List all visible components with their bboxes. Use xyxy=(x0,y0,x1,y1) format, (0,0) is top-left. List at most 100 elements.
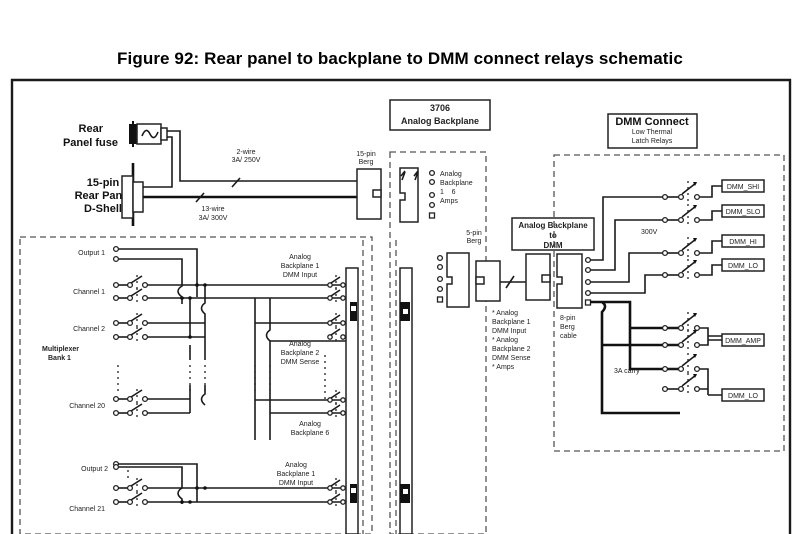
channel-switch xyxy=(112,492,149,506)
figure-title: Figure 92: Rear panel to backplane to DM… xyxy=(117,49,683,68)
berg8-label-2: Berg xyxy=(560,324,575,331)
berg15-label-2: Berg xyxy=(359,159,374,166)
dshell-body xyxy=(121,175,134,219)
backplane-title-2: Analog Backplane xyxy=(401,116,479,126)
channel-switch xyxy=(112,313,149,327)
berg-8pin xyxy=(556,253,592,309)
output1-label: Output 1 xyxy=(78,250,105,257)
dmm-output-label: DMM_SLO xyxy=(726,209,761,216)
dmm-relay xyxy=(661,181,701,201)
note-line: DMM Input xyxy=(492,328,526,335)
backplane-switch xyxy=(327,478,346,492)
dmm-connect-sub-2: Latch Relays xyxy=(632,138,673,145)
wire-2wire xyxy=(167,130,358,182)
channel-switch xyxy=(112,327,149,341)
dmm-relay xyxy=(661,329,701,349)
backplane-title-box: 3706 Analog Backplane xyxy=(389,99,491,131)
dmm-relay xyxy=(661,373,701,393)
ab1-label-2: Backplane 1 xyxy=(281,263,320,270)
ab2-label-3: DMM Sense xyxy=(281,359,320,366)
amps-connector: Analog Backplane 1 6 Amps xyxy=(399,167,473,223)
ab6-label-2: Backplane 6 xyxy=(291,430,330,437)
to-dmm-box: Analog Backplane to DMM xyxy=(511,217,595,251)
mux-bank-label-1: Multiplexer xyxy=(42,346,79,353)
berg-mid xyxy=(525,253,551,301)
channel-switch xyxy=(112,275,149,289)
ab1b-label-2: Backplane 1 xyxy=(277,471,316,478)
dmm-output-dmm-lo: DMM_LO xyxy=(721,258,765,272)
backplane-switch xyxy=(327,390,346,404)
channel-switch xyxy=(112,288,149,302)
fuse-label-1: Rear xyxy=(79,123,104,135)
channel-label: Channel 2 xyxy=(73,326,105,333)
dmm-connect-dashed-region xyxy=(553,154,785,452)
backplane-switch xyxy=(327,492,346,506)
note-line: * Analog xyxy=(492,310,518,317)
ab6-label-1: Analog xyxy=(299,421,321,428)
mux-bank-label-2: Bank 1 xyxy=(48,355,71,362)
channel-label: Channel 20 xyxy=(69,403,105,410)
backplane-switch xyxy=(327,403,346,417)
dmm-output-dmm-shi: DMM_SHI xyxy=(721,179,765,193)
ab1-label-1: Analog xyxy=(289,254,311,261)
wire-bot-label-2: 3A/ 300V xyxy=(199,215,228,222)
fuse-label-2: Panel fuse xyxy=(63,137,118,149)
carry-label: 3A carry xyxy=(614,368,640,375)
dmm-output-dmm-lo: DMM_LO xyxy=(721,388,765,402)
backplane-switch xyxy=(327,313,346,327)
channel-switch xyxy=(112,403,149,417)
dmm-connect-sub-1: Low Thermal xyxy=(632,129,673,136)
dmm-connect-title: DMM Connect xyxy=(615,116,689,128)
dmm-relay xyxy=(661,259,701,279)
bus-bar-1-connector xyxy=(350,302,357,321)
ab1-label-3: DMM Input xyxy=(283,272,317,279)
wire-bot-label-1: 13-wire xyxy=(202,206,225,213)
amps-label-1: Analog xyxy=(440,171,462,178)
outer-border xyxy=(10,78,792,534)
dmm-relay xyxy=(661,312,701,332)
berg15-label-1: 15-pin xyxy=(356,151,376,158)
dmm-relay xyxy=(661,237,701,257)
berg8-label-1: 8-pin xyxy=(560,315,576,322)
berg-15pin: 15-pin Berg xyxy=(356,151,382,220)
berg8-label-3: cable xyxy=(560,333,577,340)
backplane-bus-bar-2 xyxy=(399,267,413,534)
channel-switch xyxy=(112,478,149,492)
ab2-label-1: Analog xyxy=(289,341,311,348)
dshell-label-1: 15-pin xyxy=(87,177,120,189)
dmm-output-label: DMM_HI xyxy=(729,239,757,246)
to-dmm-label-2: to xyxy=(549,231,557,240)
amps-label-4: Amps xyxy=(440,198,458,205)
dmm-output-dmm-hi: DMM_HI xyxy=(721,234,765,248)
voltage-label: 300V xyxy=(641,229,658,236)
to-dmm-label-1: Analog Backplane xyxy=(518,221,588,230)
note-line: * Analog xyxy=(492,337,518,344)
amps-label-3: 1 6 xyxy=(440,189,456,196)
dmm-output-label: DMM_LO xyxy=(728,393,759,400)
backplane-switch xyxy=(327,327,346,341)
channel-label: Channel 21 xyxy=(69,506,105,513)
dmm-output-dmm-slo: DMM_SLO xyxy=(721,204,765,218)
rear-panel-fuse: Rear Panel fuse xyxy=(63,121,168,149)
note-line: DMM Sense xyxy=(492,355,531,362)
ab1b-label-3: DMM Input xyxy=(279,480,313,487)
mux-dashed-region xyxy=(19,236,373,534)
dmm-output-label: DMM_LO xyxy=(728,263,759,270)
note-line: Backplane 2 xyxy=(492,346,531,353)
wire-top-label-2: 3A/ 250V xyxy=(232,157,261,164)
dmm-relay xyxy=(661,204,701,224)
wire-top-label-1: 2-wire xyxy=(236,149,255,156)
dmm-relay xyxy=(661,353,701,373)
note-line: * Amps xyxy=(492,364,515,371)
output2-label: Output 2 xyxy=(81,466,108,473)
backplane-bus-bar-1 xyxy=(345,267,359,534)
backplane-dashed-region xyxy=(389,151,487,534)
backplane-switch xyxy=(327,288,346,302)
dmm-connect-title-box: DMM Connect Low Thermal Latch Relays xyxy=(607,113,698,149)
dmm-output-dmm-amp: DMM_AMP xyxy=(721,333,765,347)
dmm-output-label: DMM_AMP xyxy=(725,338,761,345)
to-dmm-label-3: DMM xyxy=(543,241,562,250)
fuse-icon xyxy=(141,129,159,139)
channel-label: Channel 1 xyxy=(73,289,105,296)
